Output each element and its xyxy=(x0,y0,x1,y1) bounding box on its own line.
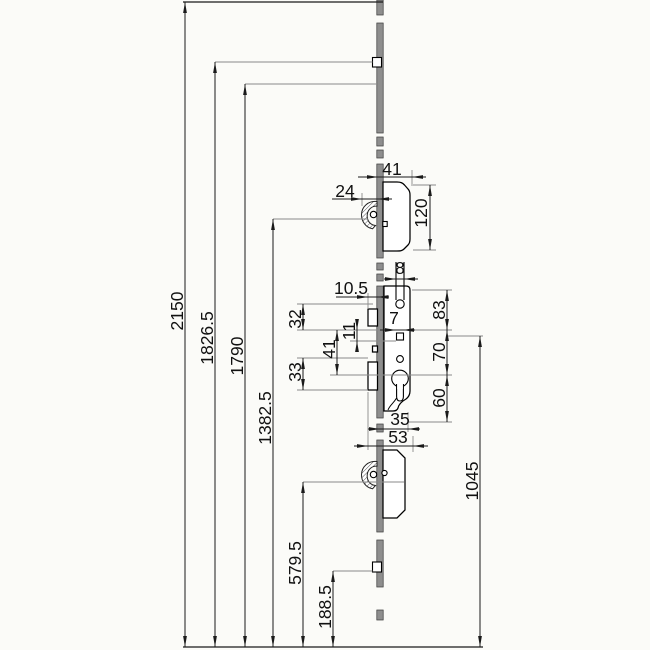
dim-label-follower-width: 7 xyxy=(389,308,399,328)
reference-lines xyxy=(215,61,483,572)
dim-label-handle-height: 1045 xyxy=(462,462,482,501)
dimension-labels: 2150 1826.5 1790 1382.5 579.5 188.5 1045… xyxy=(167,159,482,629)
dim-label-upper-housing-width: 41 xyxy=(382,159,401,179)
dimension-lines xyxy=(183,1,483,648)
dim-label-upper-reference: 1790 xyxy=(227,336,247,375)
dim-label-spindle-to-cylinder: 70 xyxy=(429,342,449,362)
dim-label-spindle-offset: 11 xyxy=(339,322,359,340)
case-contour-curve xyxy=(387,397,398,411)
dim-label-drive-rod-width: 8 xyxy=(395,258,405,278)
gearbox-internals xyxy=(387,262,409,411)
dim-label-overall-height: 2150 xyxy=(167,291,187,330)
upper-hook-rivet xyxy=(382,220,388,228)
upper-hook-bolt xyxy=(360,200,378,230)
dim-label-latch-throw: 10.5 xyxy=(334,278,368,298)
lower-hook-housing xyxy=(382,449,406,519)
dim-label-latch-zone-height: 32 xyxy=(285,309,305,328)
latch-bolt xyxy=(367,308,379,327)
dim-label-case-width: 35 xyxy=(390,409,409,429)
roller-cam-hole xyxy=(395,299,405,309)
auxiliary-pin xyxy=(371,345,379,353)
dim-label-upper-hook-throw: 24 xyxy=(335,181,355,201)
lower-locking-cam xyxy=(371,561,383,573)
upper-hook-housing xyxy=(382,181,411,252)
lower-hook-pivot xyxy=(381,469,388,477)
spindle-follower xyxy=(395,332,405,341)
dim-label-upper-hook: 1382.5 xyxy=(255,391,275,445)
dim-label-lower-hook: 579.5 xyxy=(285,541,305,585)
dim-label-cylinder-to-case-bottom: 60 xyxy=(429,388,449,408)
dim-label-latch-to-spindle: 41 xyxy=(319,339,339,358)
dead-bolt xyxy=(367,361,379,391)
dim-label-upper-locking-point: 1826.5 xyxy=(197,311,217,365)
dim-label-bolt-zone-height: 33 xyxy=(285,362,305,381)
dim-label-upper-housing-height: 120 xyxy=(411,198,431,227)
fixing-screw-hole xyxy=(396,355,404,363)
arrowheads xyxy=(183,2,482,647)
upper-locking-cam xyxy=(371,56,383,68)
dim-label-case-overall-depth: 53 xyxy=(388,427,407,447)
dim-label-lower-locking-point: 188.5 xyxy=(315,585,335,629)
dim-label-case-upper-span: 83 xyxy=(429,300,449,319)
lower-hook-bolt xyxy=(360,460,378,490)
